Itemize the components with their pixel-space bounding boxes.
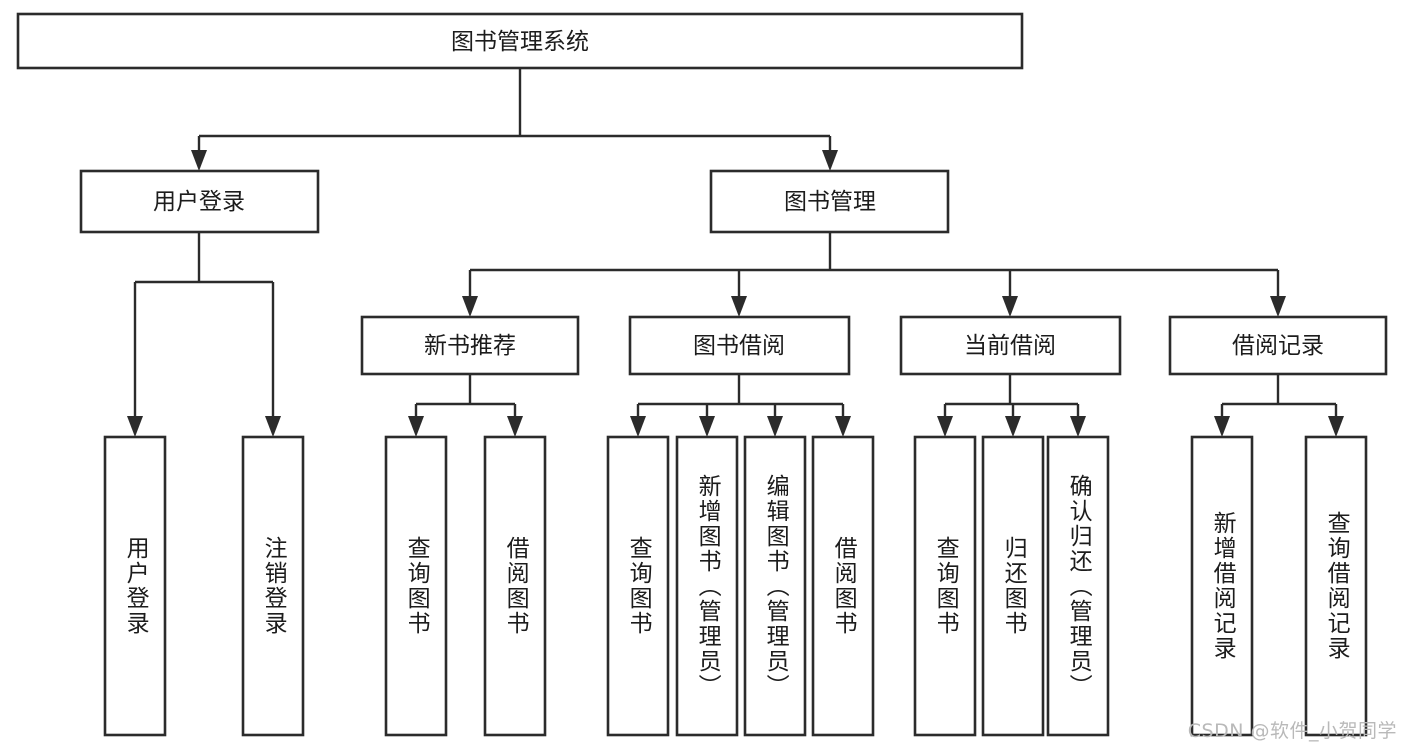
node-leaf-user-login-box[interactable] <box>103 435 167 737</box>
arrow-head-borrow-record <box>1270 296 1286 317</box>
node-user-login-label: 用户登录 <box>153 189 245 215</box>
arrow-head-leaf-borrow-book-rec <box>507 416 523 437</box>
node-leaf-user-logout-box[interactable] <box>241 435 305 737</box>
arrow-head-leaf-query-book-cur <box>937 416 953 437</box>
node-book-manage-box[interactable] <box>709 169 950 234</box>
node-leaf-add-borrow-rec-box[interactable] <box>1190 435 1254 737</box>
node-root-label: 图书管理系统 <box>451 29 589 55</box>
node-current-borrow-box[interactable] <box>899 315 1122 376</box>
arrow-head-leaf-return-book <box>1005 416 1021 437</box>
node-leaf-query-borrow-rec-box[interactable] <box>1304 435 1368 737</box>
node-leaf-add-book-box[interactable] <box>675 435 739 737</box>
arrow-head-book-manage <box>822 150 838 171</box>
node-leaf-query-book-rec-box[interactable] <box>384 435 448 737</box>
arrow-head-leaf-borrow-book-bor <box>835 416 851 437</box>
arrow-head-leaf-user-logout <box>265 416 281 437</box>
arrow-head-leaf-edit-book <box>767 416 783 437</box>
arrow-head-leaf-confirm-return <box>1070 416 1086 437</box>
leaf-node-group <box>103 435 1368 737</box>
node-leaf-query-book-cur-box[interactable] <box>913 435 977 737</box>
node-book-borrow-label: 图书借阅 <box>693 333 785 359</box>
node-current-borrow-label: 当前借阅 <box>964 333 1056 359</box>
node-book-borrow-box[interactable] <box>628 315 851 376</box>
node-leaf-query-book-bor-box[interactable] <box>606 435 670 737</box>
node-borrow-record-box[interactable] <box>1168 315 1388 376</box>
arrow-head-book-borrow <box>731 296 747 317</box>
watermark-text: CSDN @软件_小贺同学 <box>1187 720 1397 742</box>
arrow-head-leaf-query-book-bor <box>630 416 646 437</box>
arrow-head-leaf-add-book <box>699 416 715 437</box>
arrow-head-new-book-recommend <box>462 296 478 317</box>
node-book-manage-label: 图书管理 <box>784 189 876 215</box>
node-root[interactable]: 图书管理系统 <box>16 12 1024 70</box>
node-new-book-recommend-label: 新书推荐 <box>424 333 516 359</box>
node-book-manage[interactable]: 图书管理 <box>709 169 950 234</box>
arrow-head-current-borrow <box>1002 296 1018 317</box>
arrow-head-user-login <box>191 150 207 171</box>
node-new-book-recommend-box[interactable] <box>360 315 580 376</box>
node-current-borrow[interactable]: 当前借阅 <box>899 315 1122 376</box>
node-borrow-record[interactable]: 借阅记录 <box>1168 315 1388 376</box>
node-user-login-box[interactable] <box>79 169 320 234</box>
node-leaf-return-book-box[interactable] <box>981 435 1045 737</box>
node-user-login[interactable]: 用户登录 <box>79 169 320 234</box>
node-leaf-borrow-book-bor-box[interactable] <box>811 435 875 737</box>
node-book-borrow[interactable]: 图书借阅 <box>628 315 851 376</box>
arrow-head-leaf-user-login <box>127 416 143 437</box>
node-borrow-record-label: 借阅记录 <box>1232 333 1324 359</box>
arrow-head-leaf-add-borrow-rec <box>1214 416 1230 437</box>
arrow-head-leaf-query-borrow-rec <box>1328 416 1344 437</box>
node-leaf-edit-book-box[interactable] <box>743 435 807 737</box>
node-new-book-recommend[interactable]: 新书推荐 <box>360 315 580 376</box>
arrow-head-leaf-query-book-rec <box>408 416 424 437</box>
node-leaf-borrow-book-rec-box[interactable] <box>483 435 547 737</box>
node-root-box[interactable] <box>16 12 1024 70</box>
connector-group <box>127 68 1344 437</box>
node-leaf-confirm-return-box[interactable] <box>1046 435 1110 737</box>
